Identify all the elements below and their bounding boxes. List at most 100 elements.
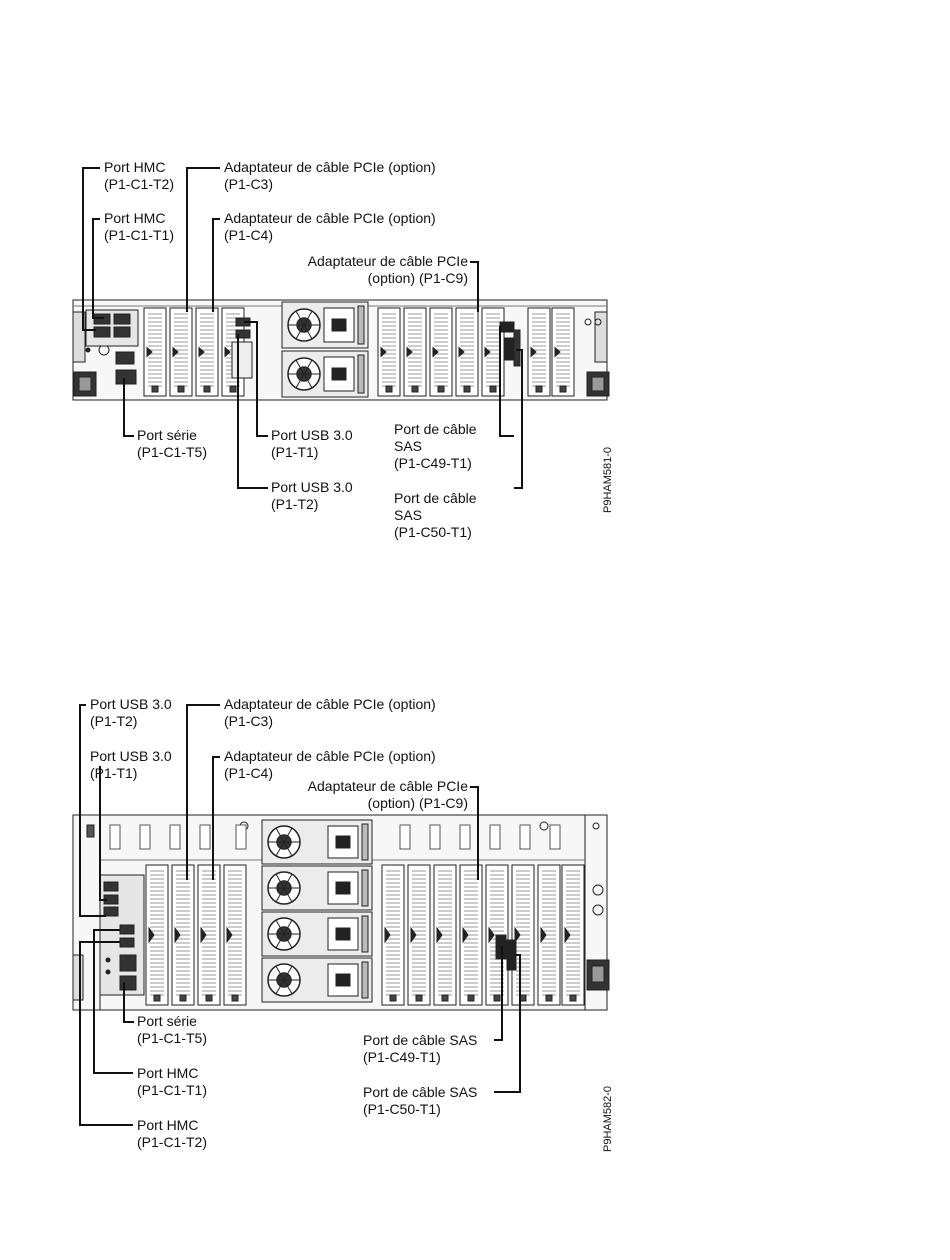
label-line: Port série (137, 427, 197, 443)
power-supply (261, 957, 373, 1003)
pcie-slot (145, 864, 169, 1006)
label-usb-t2: Port USB 3.0(P1-T2) (271, 479, 353, 512)
label-hmc-t2: Port HMC(P1-C1-T2) (104, 159, 174, 192)
callout-line-pcie-c4 (212, 756, 220, 880)
label-line: (P1-C4) (224, 765, 273, 781)
label-line: (option) (P1-C9) (368, 795, 468, 811)
callout-line-pcie-c3 (186, 704, 220, 880)
pcie-slot (561, 864, 585, 1006)
power-supply (261, 819, 373, 865)
callout-labels: Port HMC(P1-C1-T2) Port HMC(P1-C1-T1) Ad… (104, 159, 477, 540)
system-io-panel (85, 309, 139, 385)
label-line: Adaptateur de câble PCIe (option) (224, 696, 436, 712)
pcie-slot (481, 307, 505, 397)
label-serial: Port série(P1-C1-T5) (137, 427, 207, 460)
label-line: Port HMC (104, 210, 165, 226)
label-line: (P1-T1) (90, 765, 137, 781)
label-pcie-c9: Adaptateur de câble PCIe(option) (P1-C9) (308, 253, 469, 286)
label-usb-t1: Port USB 3.0(P1-T1) (271, 427, 353, 460)
label-line: (P1-C3) (224, 176, 273, 192)
power-supply (281, 301, 369, 349)
label-hmc-t1: Port HMC(P1-C1-T1) (104, 210, 174, 243)
label-line: (P1-C1-T1) (104, 227, 174, 243)
label-hmc-t2: Port HMC(P1-C1-T2) (137, 1117, 207, 1150)
pcie-slot (377, 307, 401, 397)
power-supply (261, 911, 373, 957)
label-line: Port de câble (394, 490, 477, 506)
label-line: Port série (137, 1013, 197, 1029)
server-chassis-4u (72, 814, 610, 1011)
callout-line-usb-t2 (237, 334, 268, 489)
label-line: Port HMC (137, 1065, 198, 1081)
callout-line-pcie-c9 (470, 261, 479, 312)
label-line: Port de câble SAS (363, 1032, 477, 1048)
label-line: Port USB 3.0 (271, 479, 353, 495)
callout-line-hmc-t1 (93, 929, 133, 1074)
label-line: Adaptateur de câble PCIe (option) (224, 159, 436, 175)
label-line: (P1-C3) (224, 713, 273, 729)
callout-labels: Port USB 3.0(P1-T2) Port USB 3.0(P1-T1) … (90, 696, 477, 1150)
label-line: (option) (P1-C9) (368, 270, 468, 286)
figure-4u-server-rear: Port USB 3.0(P1-T2) Port USB 3.0(P1-T1) … (72, 696, 614, 1152)
callout-line-pcie-c9 (470, 786, 479, 880)
label-line: Port de câble (394, 421, 477, 437)
label-sas-c49: Port de câble SAS(P1-C49-T1) (363, 1032, 477, 1065)
pcie-slot (381, 864, 405, 1006)
label-pcie-c4: Adaptateur de câble PCIe (option)(P1-C4) (224, 210, 436, 243)
pcie-slot (223, 864, 247, 1006)
callout-line-hmc-t1 (92, 218, 104, 319)
pcie-slot (407, 864, 431, 1006)
label-line: Port HMC (104, 159, 165, 175)
callout-line-pcie-c4 (212, 218, 220, 312)
callout-line-usb-t2 (79, 704, 106, 917)
label-line: Port de câble SAS (363, 1084, 477, 1100)
server-chassis-2u (72, 299, 610, 401)
label-line: Port USB 3.0 (90, 696, 172, 712)
callouts (79, 704, 521, 1126)
power-supplies (281, 301, 369, 398)
label-line: Adaptateur de câble PCIe (option) (224, 748, 436, 764)
pcie-slot (143, 307, 167, 397)
label-line: (P1-C1-T5) (137, 444, 207, 460)
label-line: (P1-C1-T2) (104, 176, 174, 192)
label-pcie-c3: Adaptateur de câble PCIe (option)(P1-C3) (224, 696, 436, 729)
pcie-slot (197, 864, 221, 1006)
label-pcie-c4: Adaptateur de câble PCIe (option)(P1-C4) (224, 748, 436, 781)
label-line: (P1-C1-T2) (137, 1134, 207, 1150)
label-line: (P1-C49-T1) (363, 1049, 441, 1065)
label-line: SAS (394, 507, 422, 523)
top-vents (109, 824, 561, 850)
pcie-slot (433, 864, 457, 1006)
label-sas-c50: Port de câble SAS(P1-C50-T1) (363, 1084, 477, 1117)
callout-line-usb-t1 (244, 321, 268, 437)
callout-line-pcie-c3 (186, 167, 220, 312)
label-usb-t2: Port USB 3.0(P1-T2) (90, 696, 172, 729)
callout-line-serial (123, 378, 134, 437)
callout-line-hmc-t2 (79, 941, 133, 1126)
pcie-slot (171, 864, 195, 1006)
label-hmc-t1: Port HMC(P1-C1-T1) (137, 1065, 207, 1098)
pcie-slot (455, 307, 479, 397)
callout-line-sas-c50 (494, 954, 521, 1093)
callout-line-sas-c50 (514, 349, 523, 489)
label-pcie-c9: Adaptateur de câble PCIe(option) (P1-C9) (308, 778, 469, 811)
figure-code: P9HAM581-0 (602, 447, 614, 513)
label-line: (P1-C1-T5) (137, 1030, 207, 1046)
pcie-slot (527, 307, 551, 397)
label-line: Port USB 3.0 (90, 748, 172, 764)
pcie-slot (169, 307, 193, 397)
label-line: (P1-T1) (271, 444, 318, 460)
label-line: (P1-C50-T1) (363, 1101, 441, 1117)
power-supply (261, 865, 373, 911)
pcie-slots-left (145, 864, 247, 1006)
label-line: Adaptateur de câble PCIe (308, 778, 469, 794)
callout-line-serial (123, 982, 134, 1023)
pcie-slot (195, 307, 219, 397)
label-line: Port HMC (137, 1117, 198, 1133)
pcie-slots-right (377, 307, 575, 397)
pcie-slot (403, 307, 427, 397)
label-line: (P1-C1-T1) (137, 1082, 207, 1098)
label-line: (P1-T2) (90, 713, 137, 729)
